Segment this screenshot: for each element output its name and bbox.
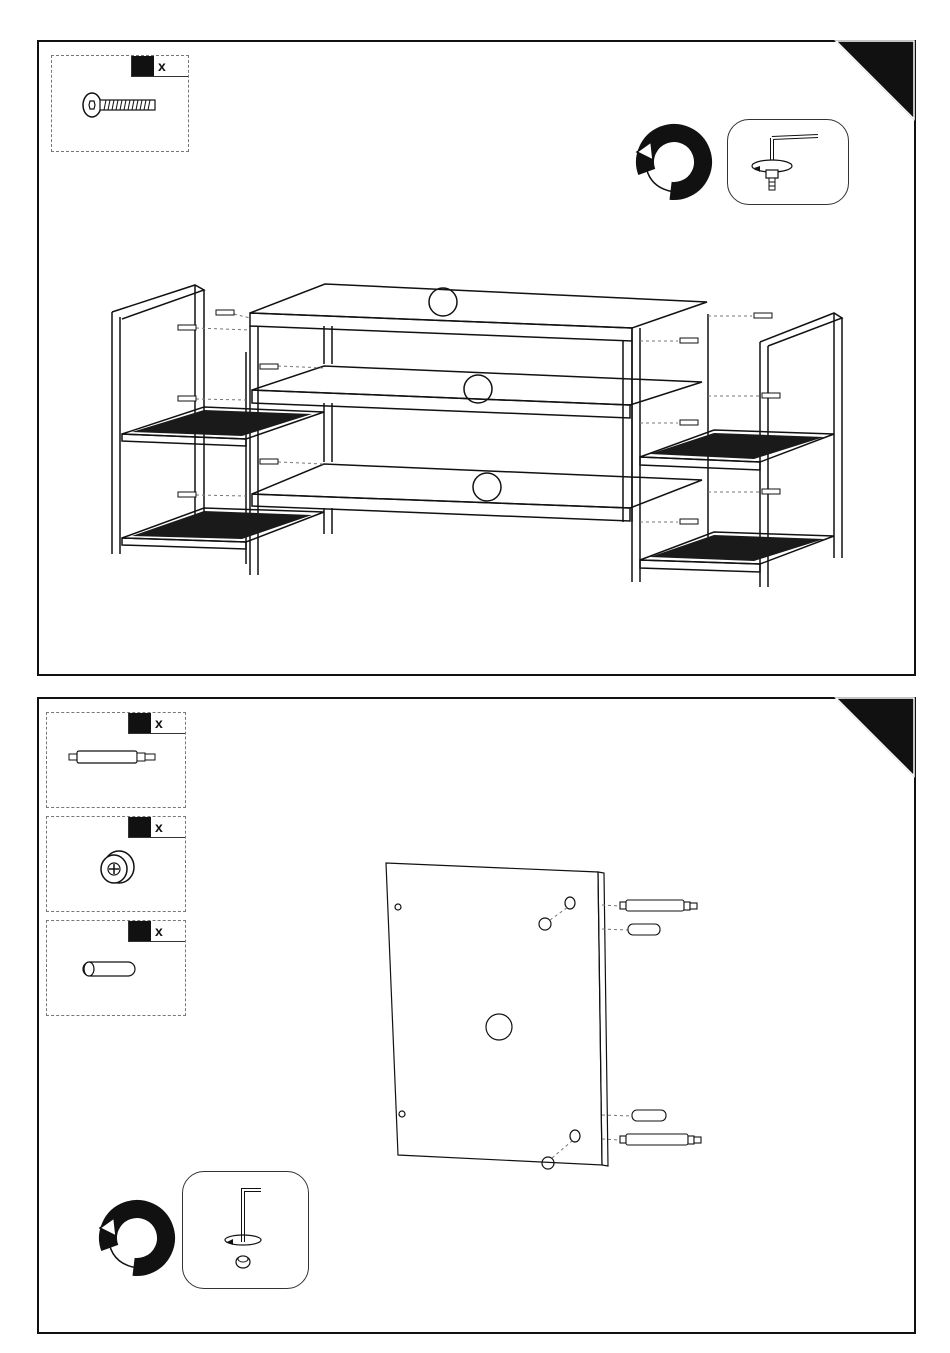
step-1-assembly-drawing xyxy=(39,42,914,674)
step-2-panel: x x x xyxy=(37,697,916,1334)
step-2-assembly-drawing xyxy=(39,699,914,1332)
step-1-panel: x xyxy=(37,40,916,676)
